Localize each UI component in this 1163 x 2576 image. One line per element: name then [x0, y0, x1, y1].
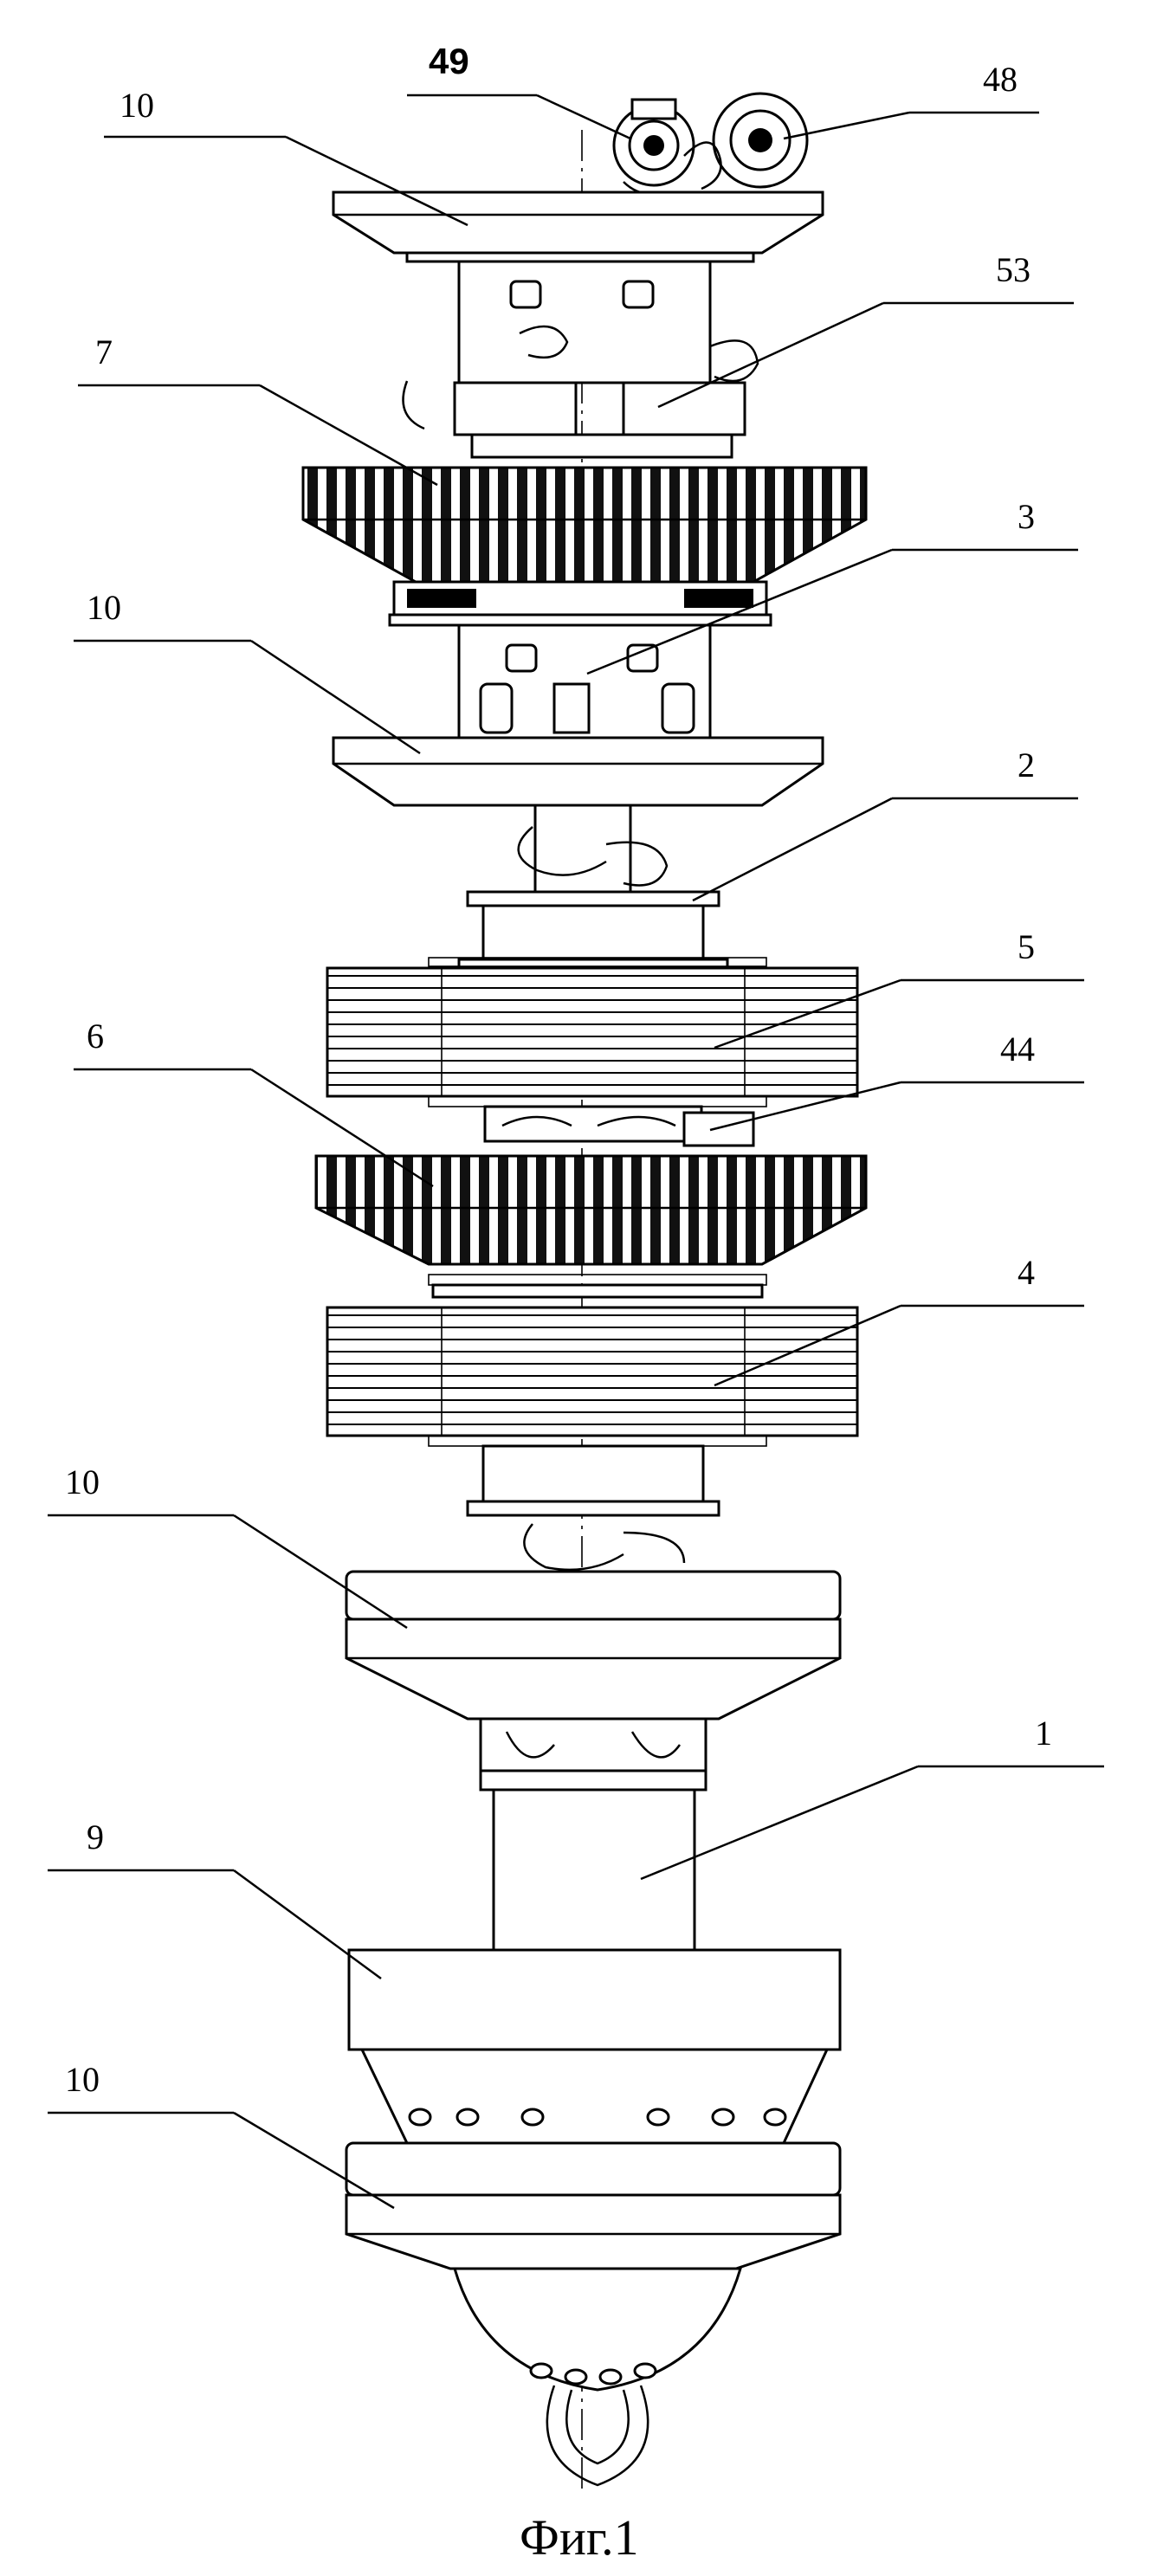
- stator-5: [327, 968, 857, 1096]
- clamp-ring: [481, 1719, 706, 1790]
- stator-4: [327, 1307, 857, 1436]
- ref-label-10-second: 10: [87, 588, 121, 627]
- shaft-upper: [519, 805, 667, 892]
- figure-caption: Фиг.1: [520, 2509, 639, 2566]
- ref-label-53: 53: [996, 250, 1031, 289]
- disc-10-third: [346, 1572, 840, 1719]
- bolt-ring-lower-5: [429, 1096, 766, 1146]
- radiator-7: [303, 468, 866, 582]
- bottom-hook: [547, 2386, 648, 2485]
- connector-49: [614, 100, 694, 185]
- bolt-ring-lower-4: [429, 1436, 766, 1446]
- ref-label-3: 3: [1018, 497, 1035, 536]
- disc-10-bottom: [346, 2143, 840, 2269]
- ref-label-10-bottom: 10: [65, 2060, 100, 2099]
- ref-label-1: 1: [1035, 1714, 1052, 1753]
- ref-label-6: 6: [87, 1017, 104, 1056]
- ref-label-4: 4: [1018, 1253, 1035, 1292]
- radiator-6: [316, 1156, 866, 1264]
- ref-label-2: 2: [1018, 746, 1035, 784]
- bottom-dome: [455, 2269, 740, 2390]
- ref-label-49: 49: [429, 41, 469, 81]
- lower-flange: [468, 1446, 719, 1570]
- disc-10-second: [333, 738, 823, 805]
- ref-label-10-top: 10: [120, 86, 154, 125]
- ref-label-7: 7: [95, 332, 113, 371]
- block-53: [455, 383, 745, 457]
- upper-collar: [390, 582, 771, 625]
- ref-label-9: 9: [87, 1817, 104, 1856]
- ref-label-10-third: 10: [65, 1462, 100, 1501]
- ref-label-48: 48: [983, 60, 1018, 99]
- housing-3: [459, 625, 710, 738]
- bolt-ring-upper-4: [429, 1275, 766, 1297]
- ref-label-5: 5: [1018, 927, 1035, 966]
- ref-label-44: 44: [1000, 1030, 1035, 1068]
- body-9: [349, 1950, 840, 2143]
- disc-10-top: [333, 192, 823, 261]
